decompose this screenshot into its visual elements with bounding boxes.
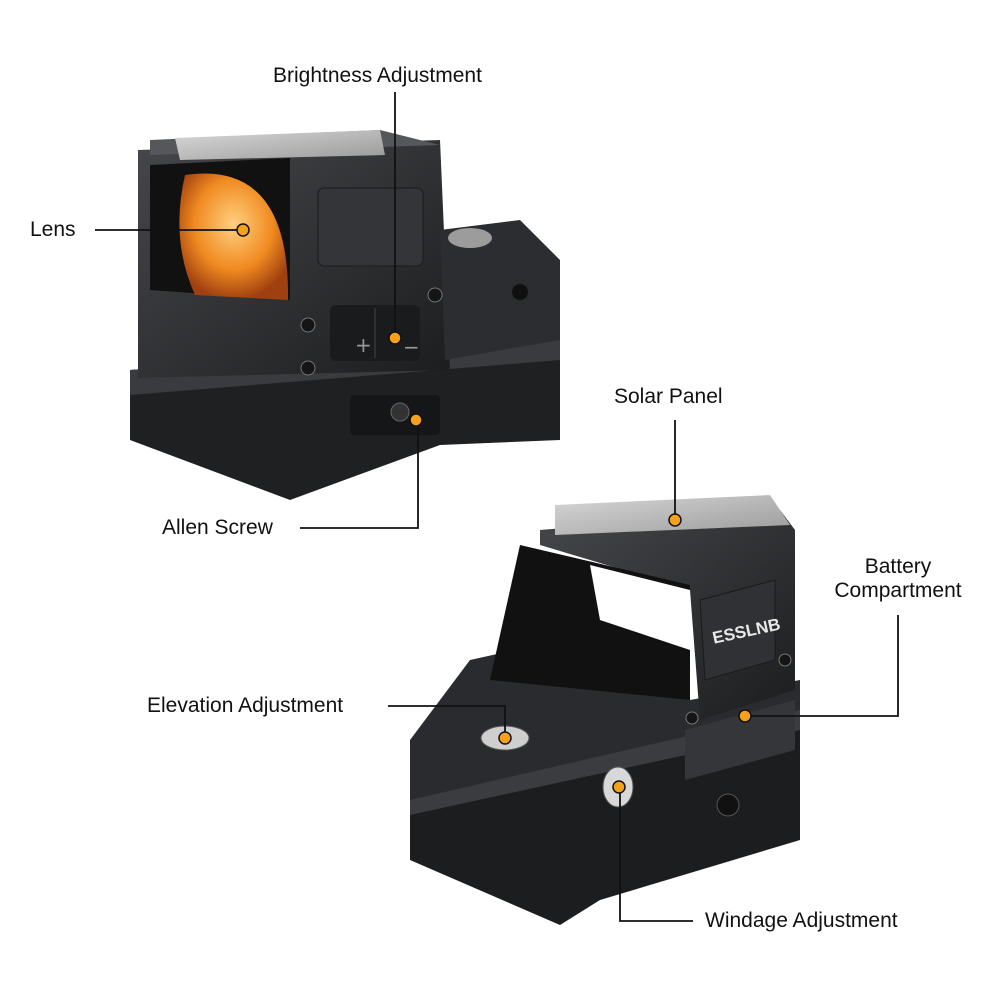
brightness-marker-dot xyxy=(388,331,402,345)
battery-marker-dot xyxy=(738,709,752,723)
elevation-marker-dot xyxy=(498,731,512,745)
red-dot-sight-rear: ESSLNB xyxy=(410,495,800,925)
leader-lines xyxy=(95,92,899,922)
red-dot-sight-front: + − xyxy=(130,130,560,500)
label-battery-line2: Compartment xyxy=(834,579,962,602)
label-solar-panel: Solar Panel xyxy=(614,385,723,408)
label-brightness-adjustment: Brightness Adjustment xyxy=(273,64,482,87)
label-allen-screw: Allen Screw xyxy=(162,516,273,539)
windage-marker-dot xyxy=(612,780,626,794)
plus-glyph: + xyxy=(355,333,372,357)
label-battery-line1: Battery xyxy=(864,555,932,578)
allen-screw-marker-dot xyxy=(409,413,423,427)
solar-panel-marker-dot xyxy=(668,513,682,527)
label-battery-compartment: Battery Compartment xyxy=(823,555,973,603)
minus-glyph: − xyxy=(403,335,420,359)
lens-marker-dot xyxy=(236,223,250,237)
label-windage-adjustment: Windage Adjustment xyxy=(705,909,898,932)
label-elevation-adjustment: Elevation Adjustment xyxy=(147,694,344,717)
label-lens: Lens xyxy=(30,218,76,241)
